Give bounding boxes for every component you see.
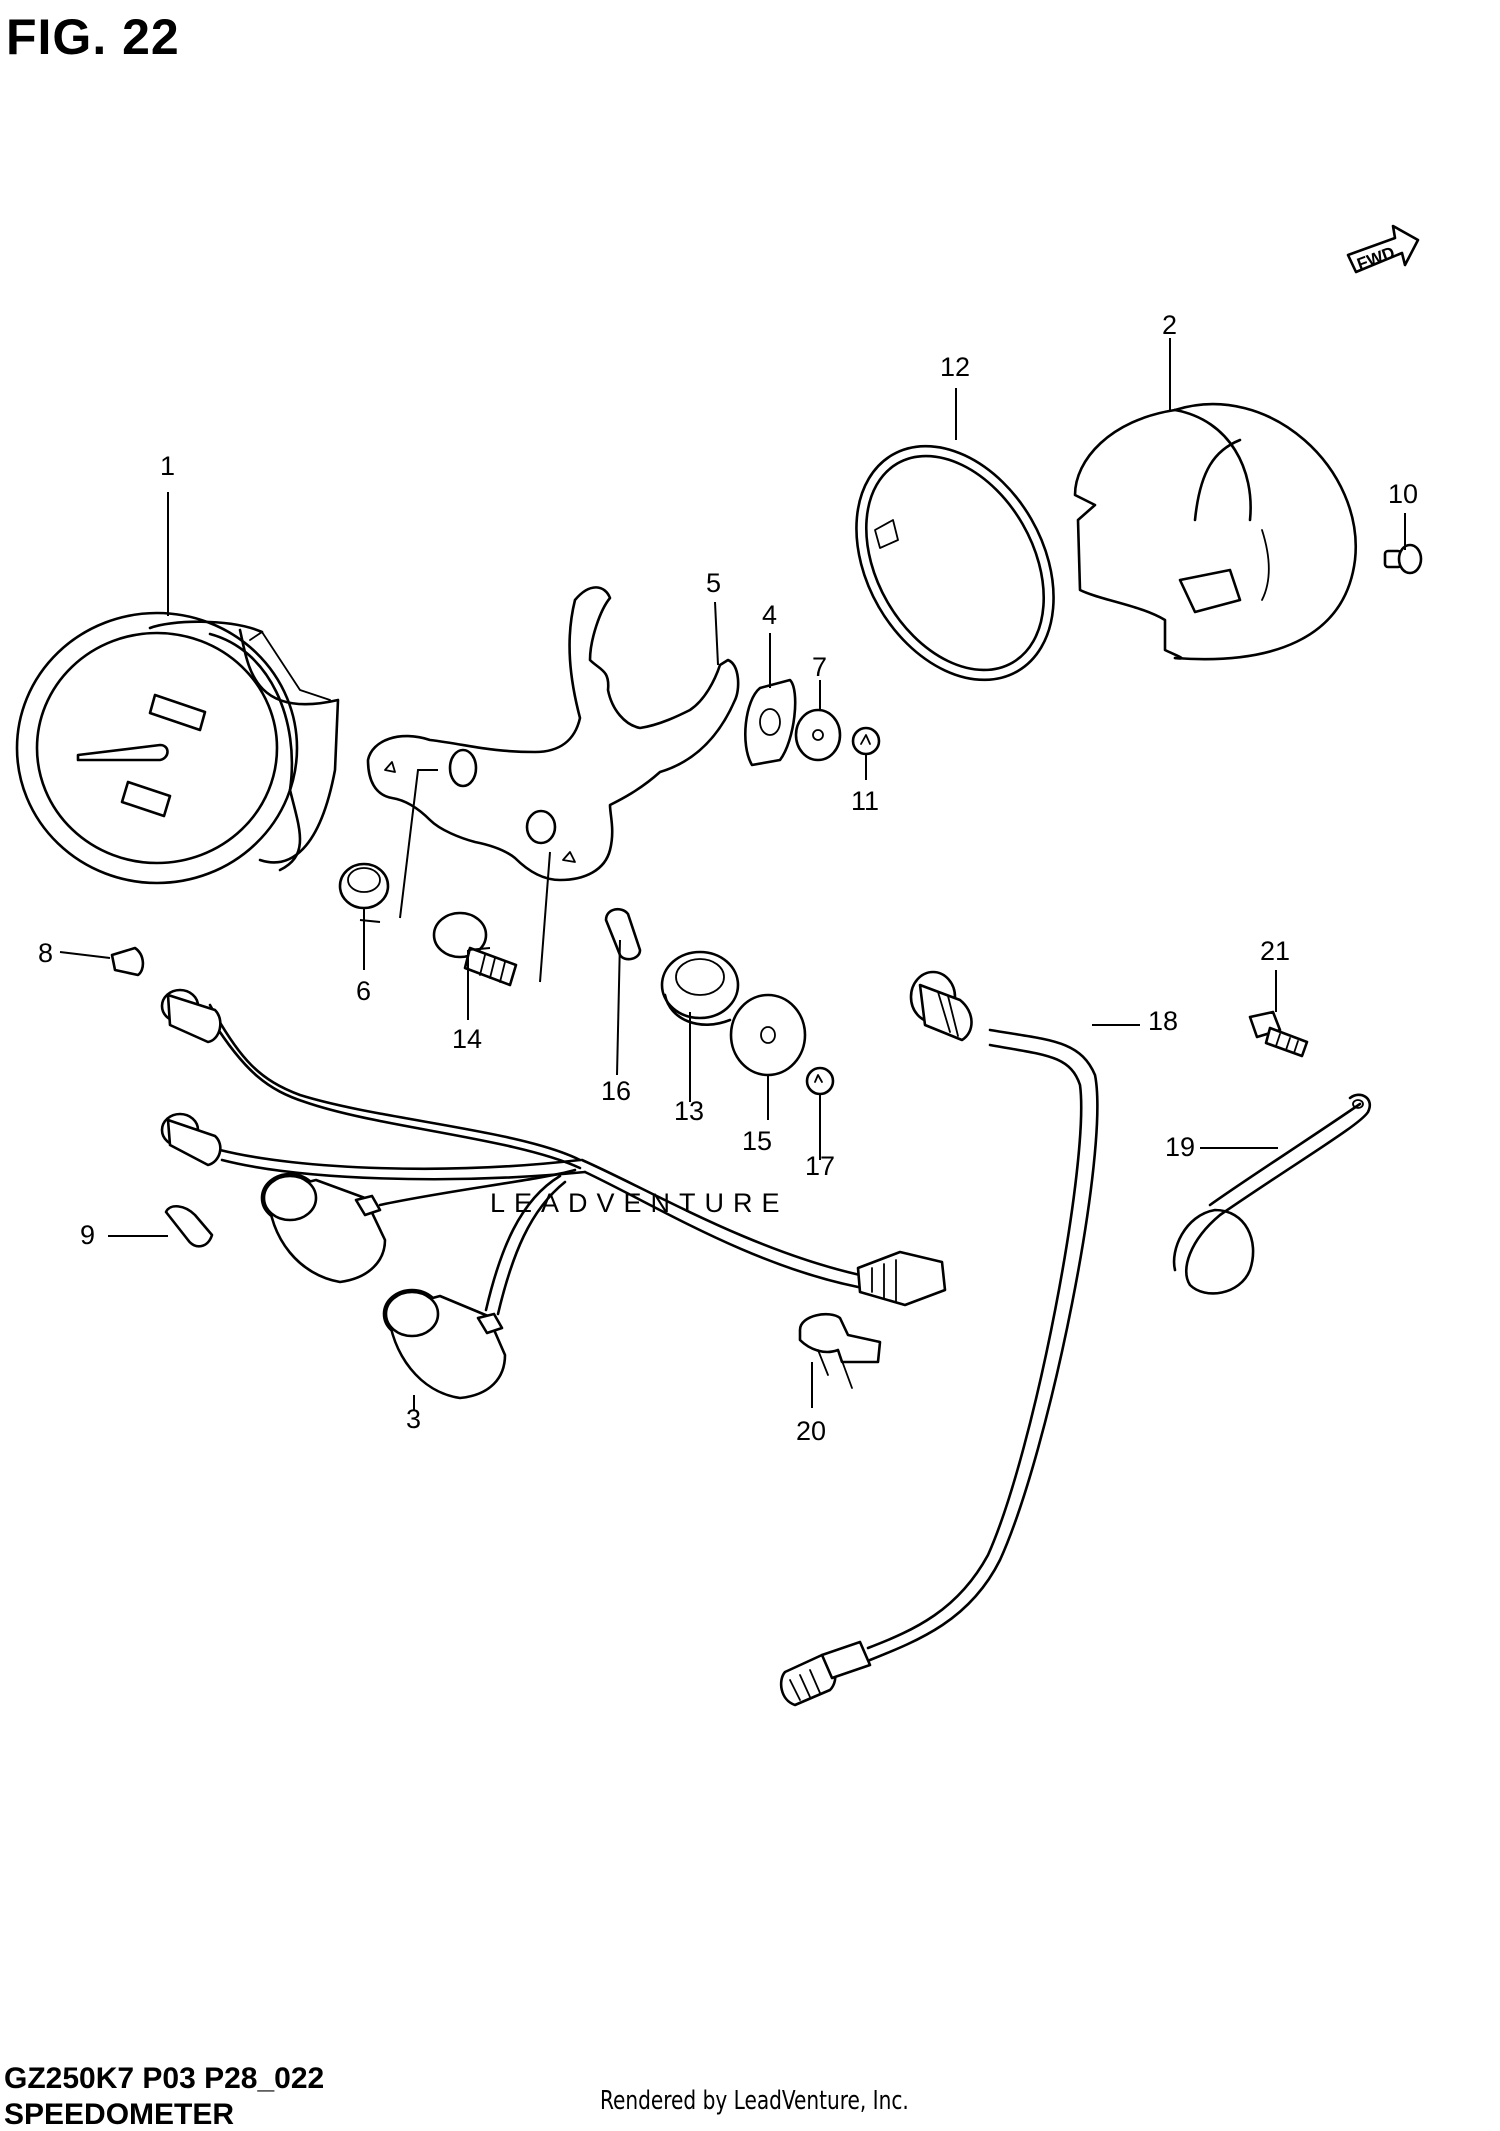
- cushion-4: [744, 678, 797, 767]
- callout-18: 18: [1148, 1006, 1178, 1036]
- screw-10: [1383, 543, 1423, 575]
- speedometer-gauge: [15, 611, 340, 885]
- callout-20: 20: [796, 1416, 826, 1446]
- callout-19: 19: [1165, 1132, 1195, 1162]
- render-credit: Rendered by LeadVenture, Inc.: [600, 2086, 909, 2116]
- bulb-8: [110, 946, 145, 977]
- callout-8: 8: [38, 938, 53, 968]
- callout-10: 10: [1388, 479, 1418, 509]
- speedometer-case: [1073, 402, 1358, 661]
- callout-7: 7: [812, 652, 827, 682]
- callout-1: 1: [160, 451, 175, 481]
- callout-2: 2: [1162, 310, 1177, 340]
- washer-7: [794, 708, 842, 762]
- callout-labels: 1 2 3 4 5 6 7 8 9 10 11 12 13 14 15 16 1…: [38, 310, 1418, 1446]
- callout-15: 15: [742, 1126, 772, 1156]
- wire-harness: [160, 988, 947, 1400]
- diagram-name: SPEEDOMETER: [4, 2098, 235, 2131]
- bulb-9: [164, 1205, 214, 1248]
- fwd-label: FWD: [1354, 243, 1397, 274]
- bolt-14: [432, 911, 518, 987]
- washer-15: [729, 993, 807, 1077]
- leader-lines: [59, 338, 1406, 1410]
- callout-21: 21: [1260, 936, 1290, 966]
- callout-5: 5: [706, 568, 721, 598]
- figure-title: FIG. 22: [6, 9, 180, 65]
- callout-3: 3: [406, 1404, 421, 1434]
- cushion-13: [660, 950, 740, 1026]
- spring-19: [1172, 1093, 1371, 1295]
- bolt-21: [1248, 1010, 1309, 1058]
- speedometer-cable: [779, 970, 1099, 1707]
- watermark: LEADVENTURE: [490, 1188, 789, 1218]
- fwd-arrow-badge: FWD: [1346, 224, 1420, 274]
- callout-12: 12: [940, 352, 970, 382]
- cushion-6: [338, 862, 390, 910]
- callout-6: 6: [356, 976, 371, 1006]
- callout-14: 14: [452, 1024, 482, 1054]
- callout-4: 4: [762, 600, 777, 630]
- callout-9: 9: [80, 1220, 95, 1250]
- callout-11: 11: [851, 786, 879, 816]
- bezel-ring: [855, 444, 1055, 682]
- callout-16: 16: [601, 1076, 631, 1106]
- diagram-code: GZ250K7 P03 P28_022: [4, 2062, 325, 2095]
- bracket: [366, 586, 740, 882]
- callout-13: 13: [674, 1096, 704, 1126]
- spacer-16: [604, 907, 642, 961]
- clamp-20: [798, 1313, 882, 1389]
- callout-17: 17: [805, 1151, 835, 1181]
- nut-17: [805, 1066, 835, 1096]
- nut-11: [851, 726, 881, 756]
